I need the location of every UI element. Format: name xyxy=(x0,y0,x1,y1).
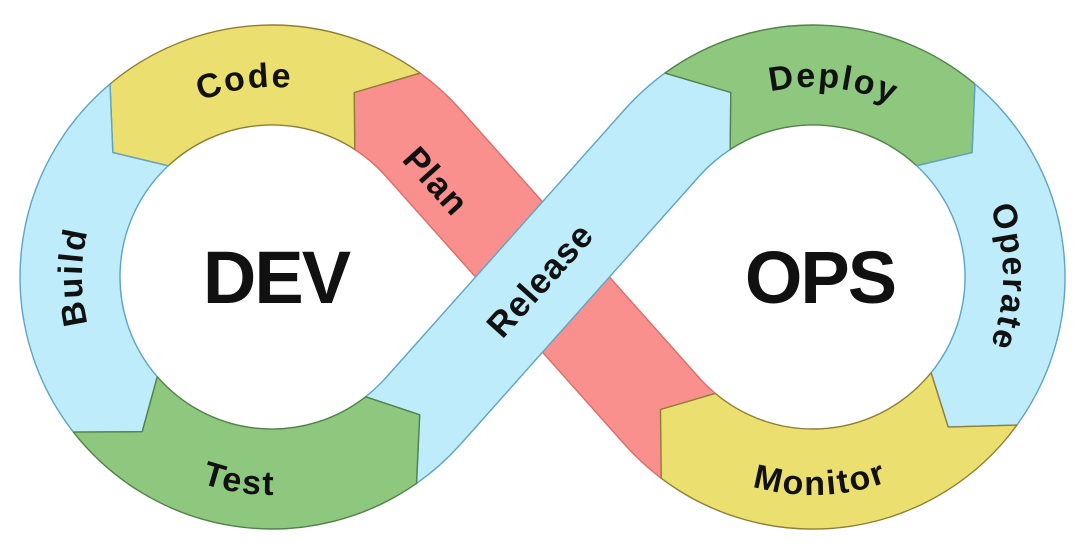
segment-build-label: Build xyxy=(52,224,96,329)
segment-monitor-shape xyxy=(659,372,1018,530)
ops-title: OPS xyxy=(745,236,895,319)
segment-build-shape xyxy=(19,83,169,433)
segment-test-shape xyxy=(72,376,421,530)
segments-layer xyxy=(19,24,1066,530)
dev-title: DEV xyxy=(203,236,351,319)
